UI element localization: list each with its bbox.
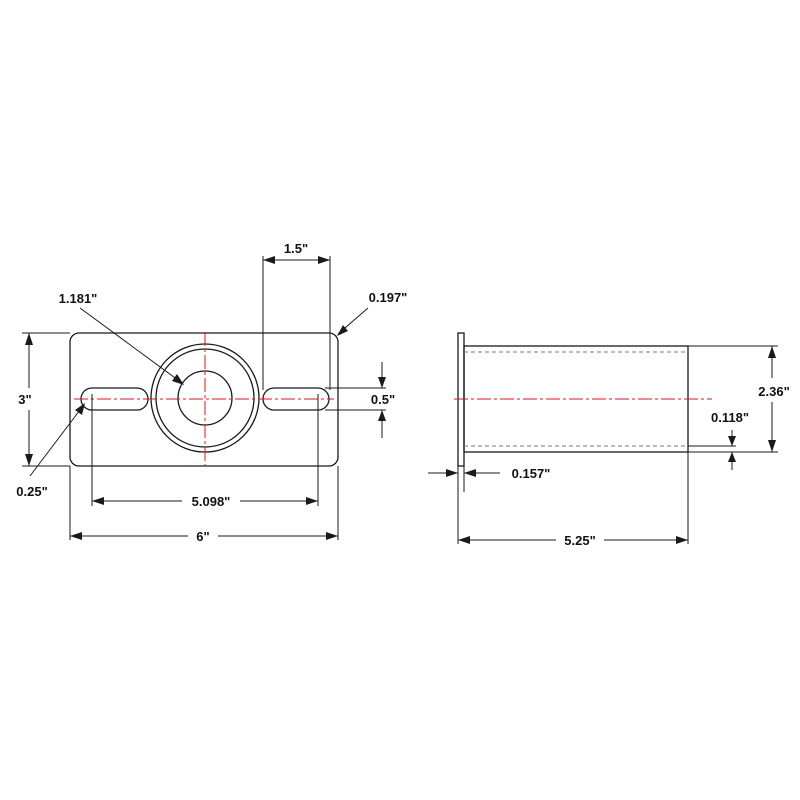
right-slot xyxy=(262,387,330,411)
slot-width-arrow-bottom xyxy=(378,410,386,421)
corner-dim-label: 0.197" xyxy=(369,290,408,305)
flange-arrow-left xyxy=(446,469,458,477)
left-slot xyxy=(80,387,149,411)
corner-leader-arrow xyxy=(337,325,348,336)
front-view: 3" 6" 5.098" 1.5" 0.5" 0. xyxy=(16,241,407,544)
span-arrow-right xyxy=(306,497,318,505)
span-arrow-left xyxy=(92,497,104,505)
flange-dim-label: 0.157" xyxy=(512,466,551,481)
wall-arrow-top xyxy=(728,436,736,446)
height-dim-label: 3" xyxy=(18,392,31,407)
length-arrow-right xyxy=(326,532,338,540)
flange-arrow-right xyxy=(464,469,476,477)
slot-length-dim-label: 1.5" xyxy=(284,241,308,256)
side-length-arrow-right xyxy=(676,536,688,544)
height-arrow-bottom xyxy=(25,454,33,466)
length-arrow-left xyxy=(70,532,82,540)
plate-outline xyxy=(69,332,339,467)
diameter-arrow-top xyxy=(768,346,776,358)
slot-width-dim-label: 0.5" xyxy=(371,392,395,407)
bore-leader-arrow xyxy=(172,374,184,385)
slot-radius-leader-arrow xyxy=(75,403,85,415)
side-length-dim-label: 5.25" xyxy=(564,533,595,548)
wall-dim-label: 0.118" xyxy=(711,410,749,425)
height-arrow-top xyxy=(25,333,33,345)
wall-arrow-bottom xyxy=(728,452,736,462)
slot-radius-dim-label: 0.25" xyxy=(16,484,47,499)
side-length-arrow-left xyxy=(458,536,470,544)
slot-width-arrow-top xyxy=(378,377,386,388)
length-dim-label: 6" xyxy=(196,529,209,544)
slot-radius-leader xyxy=(29,405,84,477)
bore-leader xyxy=(79,307,183,384)
slot-length-arrow-left xyxy=(263,256,275,264)
diameter-arrow-bottom xyxy=(768,440,776,452)
diameter-dim-label: 2.36" xyxy=(758,384,789,399)
bore-dim-label: 1.181" xyxy=(59,291,98,306)
span-dim-label: 5.098" xyxy=(192,494,231,509)
slot-length-arrow-right xyxy=(318,256,330,264)
side-view: 2.36" 0.118" 0.157" 5.25" xyxy=(428,332,790,548)
